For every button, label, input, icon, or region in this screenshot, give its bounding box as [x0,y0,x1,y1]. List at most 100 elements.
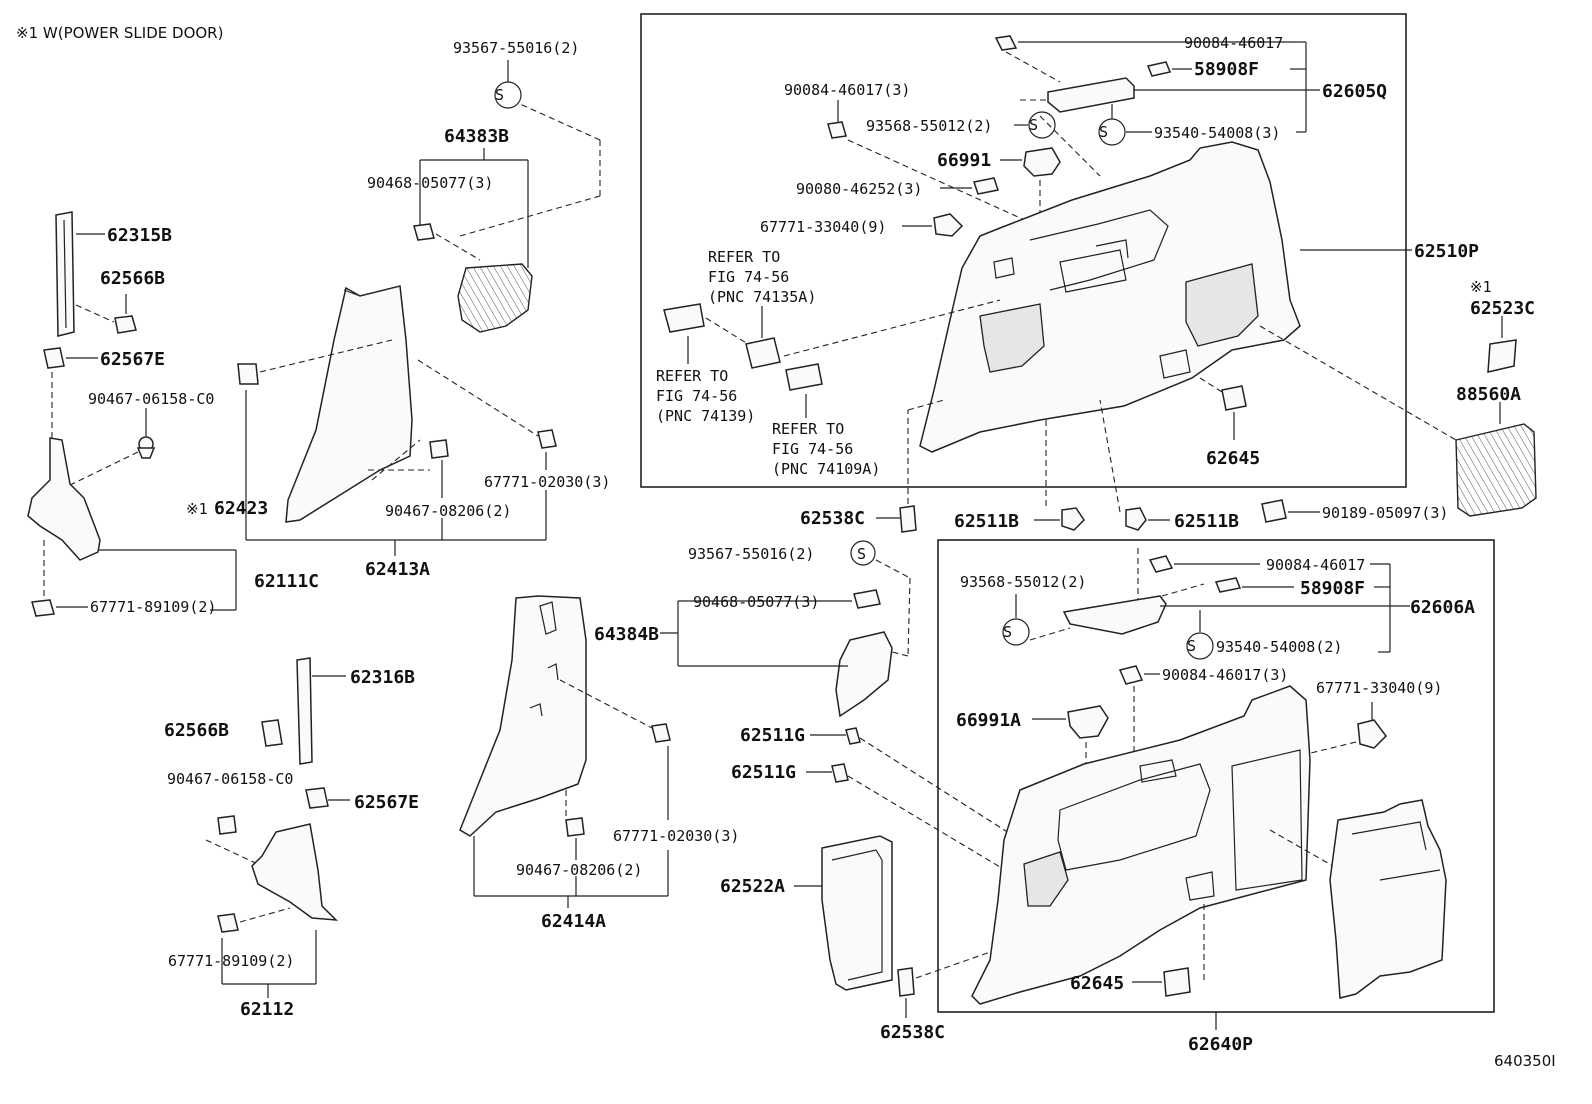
seal-93540-54008-upper [1098,104,1152,146]
refer-insert-74135a [745,299,1001,369]
clip-67771-02030-upper [417,359,557,470]
center-pillar-garnish-62414a [459,595,669,908]
clip-62511g-lower [806,763,1123,941]
clip-90080-46252 [940,177,999,195]
label-62522a: 62522A [720,876,785,897]
label-90084-46017-top: 90084-46017 [1184,34,1283,52]
clip-left-pillar [237,339,393,540]
figure-id: 640350I [1494,1052,1556,1070]
label-62511g-upper: 62511G [740,725,805,746]
label-62566b-lower: 62566B [164,720,229,741]
label-90189-05097: 90189-05097(3) [1322,504,1448,522]
label-67771-33040-upper: 67771-33040(9) [760,218,886,236]
clip-62538c-upper [876,399,945,533]
cap-66991 [1000,147,1061,296]
clip-62511b-left [1034,420,1085,531]
label-refer-74139-3: (PNC 74139) [656,407,755,425]
clip-90084-46017-lower-top [1137,548,1260,620]
clip-62567e-lower [305,787,350,809]
seal-mark-upper-right: S [1099,123,1108,141]
label-62510p: 62510P [1414,241,1479,262]
clip-62566b-upper [75,294,137,334]
label-90467-08206-lower: 90467-08206(2) [516,861,642,879]
label-58908f-upper: 58908F [1194,59,1259,80]
pillar-garnish-strip-lower [296,657,346,765]
label-93567-55016-lower: 93567-55016(2) [688,545,814,563]
note-mark-62423: ※1 [186,500,208,518]
label-62112: 62112 [240,999,294,1020]
cover-88560a [1259,325,1537,517]
label-62511b-left: 62511B [954,511,1019,532]
clip-62567e-upper [43,347,98,440]
clip-67771-33040-upper [902,213,964,237]
label-93540-54008-lower: 93540-54008(2) [1216,638,1342,656]
rear-quarter-trim-62640p [971,685,1341,1005]
label-62606a: 62606A [1410,597,1475,618]
clip-90467-06158-lower [205,815,263,867]
rear-quarter-trim-62510p [919,141,1412,453]
label-62645-upper: 62645 [1206,448,1260,469]
clip-58908f-lower [1214,577,1294,593]
label-62423: 62423 [214,498,268,519]
pillar-garnish-strip-upper [55,211,105,337]
label-62511b-right: 62511B [1174,511,1239,532]
note-mark-62523c: ※1 [1470,278,1492,296]
plug-62645-lower [1132,967,1191,997]
label-62605q: 62605Q [1322,81,1387,102]
label-refer-74139-1: REFER TO [656,367,728,385]
seal-mark-64383b: S [495,86,504,104]
clip-90467-08206-lower [565,817,585,837]
label-90467-06158-upper: 90467-06158-C0 [88,390,214,408]
clip-67771-89109-lower [217,907,316,998]
label-67771-02030-lower: 67771-02030(3) [613,827,739,845]
label-93568-55012-upper: 93568-55012(2) [866,117,992,135]
seal-93568-55012-lower [1002,594,1071,646]
clip-62511b-right [1099,399,1170,531]
seal-93568-55012-upper [1014,111,1056,139]
label-90084-46017-3-lower: 90084-46017(3) [1162,666,1288,684]
label-90084-46017-3-upper: 90084-46017(3) [784,81,910,99]
cap-66991a [1032,705,1109,766]
label-62538c-upper: 62538C [800,508,865,529]
label-66991a: 66991A [956,710,1021,731]
clip-90467-08206-upper [429,439,449,459]
label-64383b: 64383B [444,126,509,147]
label-90080-46252: 90080-46252(3) [796,180,922,198]
label-62413a: 62413A [365,559,430,580]
label-62566b-upper: 62566B [100,268,165,289]
panel-right-lower [1329,799,1447,999]
label-62567e-upper: 62567E [100,349,165,370]
label-90467-06158-lower: 90467-06158-C0 [167,770,293,788]
clip-90467-06158-upper [59,408,156,491]
label-refer-74139-2: FIG 74-56 [656,387,737,405]
clip-58908f-upper [1146,41,1307,133]
garnish-62605q [1020,77,1320,177]
clip-67771-02030-lower [651,723,671,743]
label-refer-74109a-2: FIG 74-56 [772,440,853,458]
label-90468-05077-upper: 90468-05077(3) [367,174,493,192]
label-67771-33040-lower: 67771-33040(9) [1316,679,1442,697]
panel-62522a [794,835,893,991]
label-67771-89109-upper: 67771-89109(2) [90,598,216,616]
label-refer-74135a-2: FIG 74-56 [708,268,789,286]
seal-mark-lower-left: S [1003,623,1012,641]
label-62538c-lower: 62538C [880,1022,945,1043]
label-88560a: 88560A [1456,384,1521,405]
label-62645-lower: 62645 [1070,973,1124,994]
seal-mark-lower-right: S [1187,637,1196,655]
label-67771-89109-lower: 67771-89109(2) [168,952,294,970]
garnish-62606a [1062,563,1410,653]
clip-62423-bracket [246,460,547,556]
clip-90189-05097 [1261,499,1320,523]
label-93540-54008-upper: 93540-54008(3) [1154,124,1280,142]
label-62316b: 62316B [350,667,415,688]
seal-93540-54008-lower [1186,610,1214,660]
label-refer-74109a-1: REFER TO [772,420,844,438]
cover-62523c [1487,316,1517,373]
label-93567-55016-upper: 93567-55016(2) [453,39,579,57]
label-66991: 66991 [937,150,991,171]
label-62567e-lower: 62567E [354,792,419,813]
seal-mark-upper-left: S [1029,116,1038,134]
